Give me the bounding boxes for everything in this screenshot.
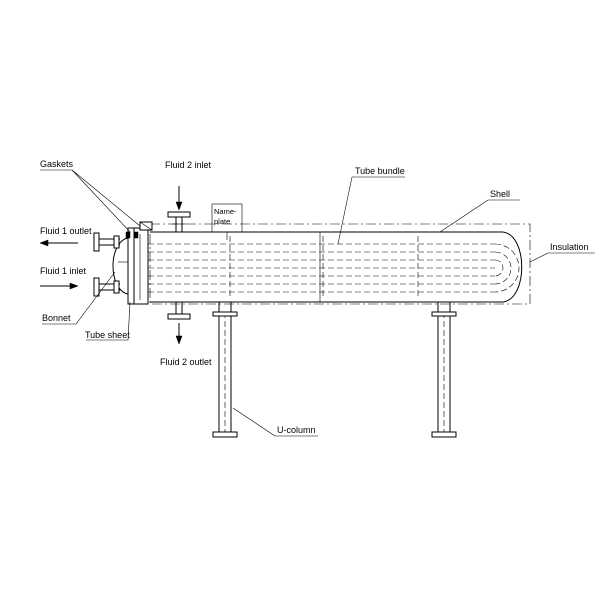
- label-tube-bundle: Tube bundle: [355, 166, 405, 176]
- label-nameplate-line2: plate: [214, 217, 230, 226]
- fluid2-outlet-arrow-icon: [175, 335, 183, 345]
- label-shell: Shell: [490, 189, 510, 199]
- fluid1-inlet-arrow-icon: [69, 282, 79, 290]
- flow-arrows: [39, 186, 183, 345]
- insulation-outline: [149, 223, 531, 305]
- label-fluid2-outlet: Fluid 2 outlet: [160, 357, 212, 367]
- fluid1-outlet-arrow-icon: [39, 239, 49, 247]
- label-fluid1-inlet: Fluid 1 inlet: [40, 266, 87, 276]
- label-fluid2-inlet: Fluid 2 inlet: [165, 160, 212, 170]
- fluid1-inlet-nozzle: [93, 277, 120, 297]
- shell-body: [150, 231, 523, 303]
- nameplate: [211, 203, 243, 240]
- label-u-column: U-column: [277, 425, 316, 435]
- labels: Gaskets Fluid 2 inlet Tube bundle Shell …: [40, 159, 589, 435]
- u-column-left: [212, 302, 238, 438]
- tube-sheet: [127, 227, 149, 305]
- fluid2-outlet-nozzle: [167, 302, 191, 320]
- label-tube-sheet: Tube sheet: [85, 330, 130, 340]
- label-insulation: Insulation: [550, 242, 589, 252]
- fluid2-inlet-nozzle: [167, 211, 191, 232]
- label-bonnet: Bonnet: [42, 313, 71, 323]
- fluid2-inlet-arrow-icon: [175, 201, 183, 211]
- label-fluid1-outlet: Fluid 1 outlet: [40, 226, 92, 236]
- label-nameplate-line1: Name-: [214, 207, 237, 216]
- tube-bundle: [148, 236, 520, 298]
- fluid1-outlet-nozzle: [93, 232, 120, 252]
- label-gaskets: Gaskets: [40, 159, 74, 169]
- leader-lines: [40, 169, 595, 437]
- u-column-right: [431, 302, 457, 438]
- bonnet: [112, 237, 129, 295]
